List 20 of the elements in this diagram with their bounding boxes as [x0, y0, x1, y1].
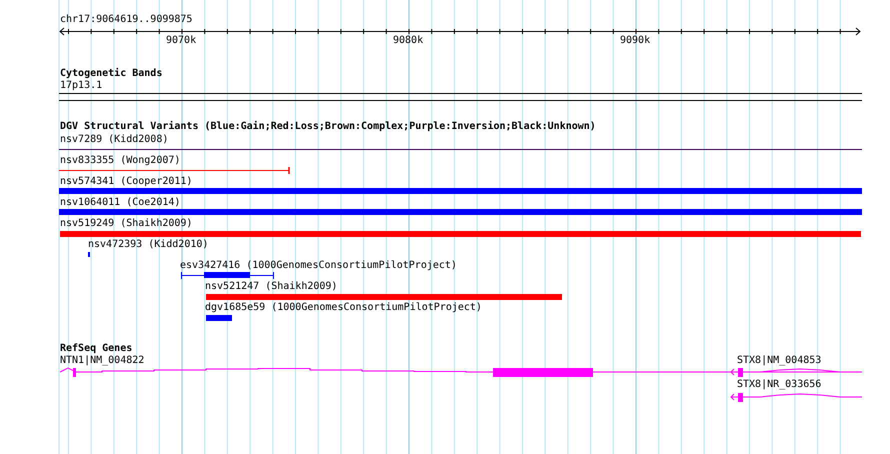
tick-label: 9070k: [166, 35, 196, 47]
gene-label: STX8|NM_004853: [737, 355, 822, 367]
feature-label: nsv472393 (Kidd2010): [88, 239, 208, 251]
feature-label: nsv1064011 (Coe2014): [60, 197, 180, 209]
tick-label: 9080k: [393, 35, 424, 47]
track-title: Cytogenetic Bands: [60, 68, 162, 80]
gene-label: NTN1|NM_004822: [60, 355, 144, 367]
feature-label: dgv1685e59 (1000GenomesConsortiumPilotProject): [205, 302, 482, 314]
feature-label: nsv574341 (Cooper2011): [60, 176, 192, 188]
track-title: RefSeq Genes: [60, 343, 132, 355]
feature-label: nsv519249 (Shaikh2009): [60, 218, 192, 230]
feature-label: nsv7289 (Kidd2008): [60, 134, 168, 146]
feature-label: nsv521247 (Shaikh2009): [205, 281, 338, 293]
feature-label: esv3427416 (1000GenomesConsortiumPilotProject): [180, 260, 457, 272]
tick-label: 9090k: [620, 35, 650, 47]
track-title: DGV Structural Variants (Blue:Gain;Red:Loss;Brown:Complex;Purple:Inversion;Black:Unknown): [60, 121, 596, 133]
coordinate-range: chr17:9064619..9099875: [60, 14, 192, 26]
feature-label: nsv833355 (Wong2007): [60, 155, 180, 167]
band-label: 17p13.1: [60, 80, 102, 92]
gene-label: STX8|NR_033656: [737, 379, 822, 391]
